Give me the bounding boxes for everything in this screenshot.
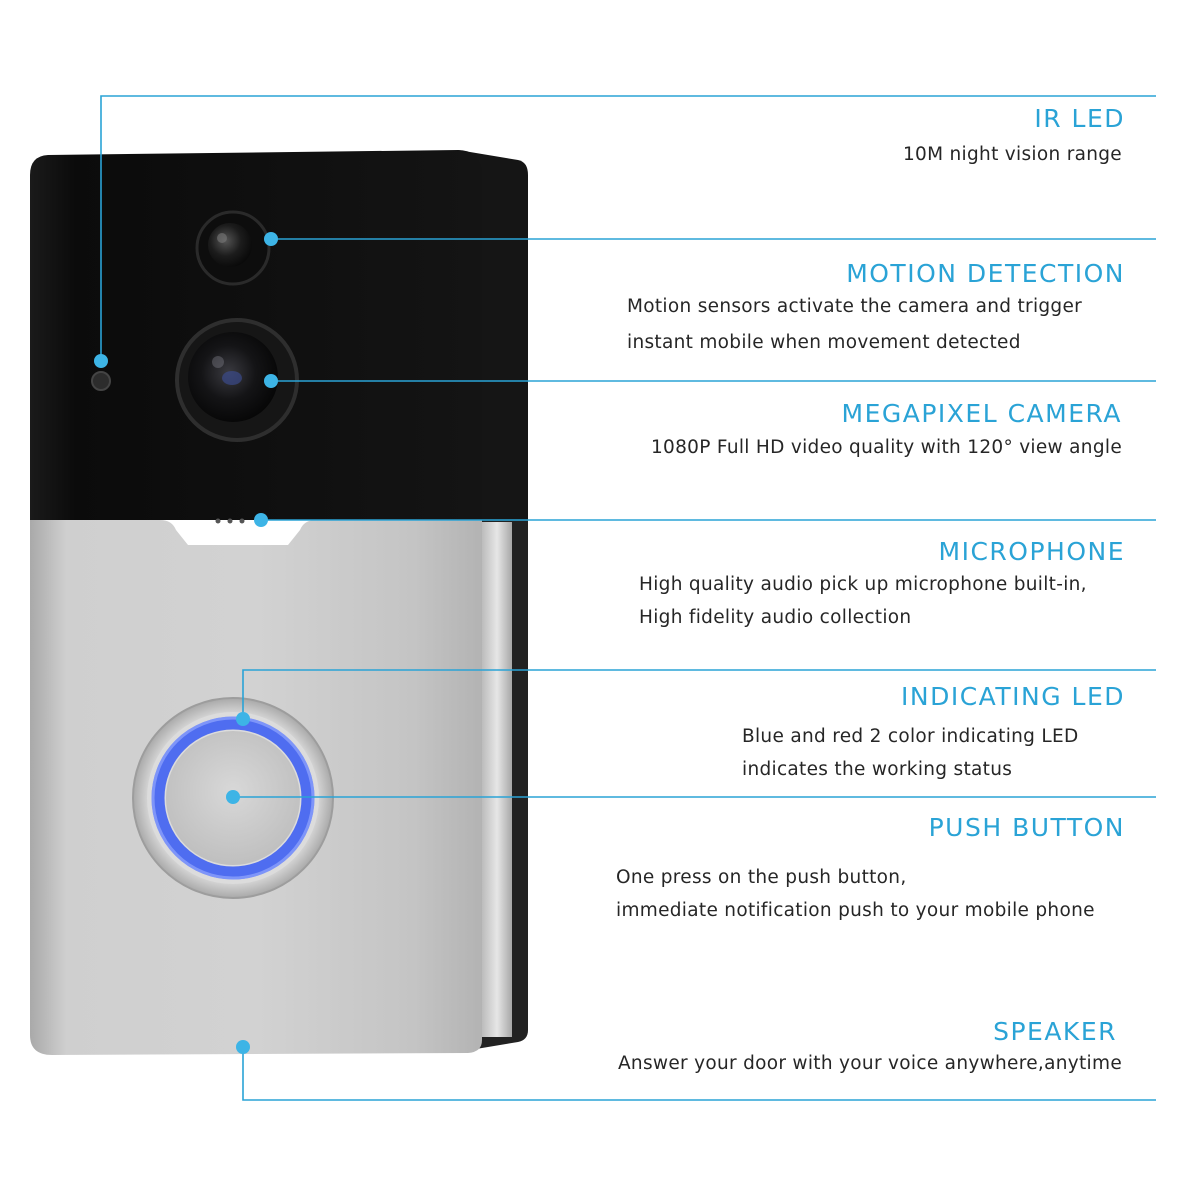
device-side-highlight bbox=[482, 522, 512, 1037]
feature-desc-microphone: High quality audio pick up microphone bu… bbox=[639, 568, 1087, 634]
camera-lens-icon bbox=[175, 318, 299, 442]
callout-lines bbox=[100, 95, 1156, 1101]
callout-dots bbox=[94, 232, 278, 1054]
dot-camera bbox=[264, 374, 278, 388]
callout-ir-led bbox=[100, 95, 1156, 360]
feature-title-microphone: MICROPHONE bbox=[938, 537, 1125, 566]
callout-speaker bbox=[242, 1047, 1156, 1101]
feature-desc-line: Motion sensors activate the camera and t… bbox=[627, 296, 1083, 317]
microphone-holes-icon bbox=[215, 518, 245, 524]
motion-sensor-icon bbox=[195, 210, 271, 286]
feature-desc-megapixel-camera: 1080P Full HD video quality with 120° vi… bbox=[651, 431, 1122, 464]
dot-speaker bbox=[236, 1040, 250, 1054]
feature-desc-line: Answer your door with your voice anywher… bbox=[617, 1053, 1122, 1074]
feature-desc-line: Blue and red 2 color indicating LED bbox=[742, 726, 1079, 747]
feature-desc-line: High fidelity audio collection bbox=[639, 607, 912, 628]
feature-title-indicating-led: INDICATING LED bbox=[901, 682, 1125, 711]
feature-desc-line: 1080P Full HD video quality with 120° vi… bbox=[650, 437, 1122, 458]
feature-desc-push-button: One press on the push button, immediate … bbox=[616, 861, 1095, 927]
callout-indicating-led bbox=[242, 669, 1156, 719]
feature-title-motion-detection: MOTION DETECTION bbox=[846, 259, 1125, 288]
feature-desc-line: instant mobile when movement detected bbox=[627, 332, 1021, 353]
doorbell-device bbox=[30, 150, 528, 1055]
dot-indicating-led bbox=[236, 712, 250, 726]
ir-led-icon bbox=[91, 371, 111, 391]
feature-desc-line: indicates the working status bbox=[742, 759, 1013, 780]
feature-title-ir-led: IR LED bbox=[1034, 104, 1125, 133]
dot-ir-led bbox=[94, 354, 108, 368]
dot-motion bbox=[264, 232, 278, 246]
feature-desc-line: 10M night vision range bbox=[902, 144, 1122, 165]
feature-desc-indicating-led: Blue and red 2 color indicating LED indi… bbox=[742, 720, 1079, 786]
feature-desc-line: High quality audio pick up microphone bu… bbox=[639, 574, 1087, 595]
feature-desc-speaker: Answer your door with your voice anywher… bbox=[618, 1047, 1122, 1080]
feature-desc-ir-led: 10M night vision range bbox=[903, 138, 1122, 171]
dot-push-button bbox=[226, 790, 240, 804]
feature-title-push-button: PUSH BUTTON bbox=[928, 813, 1125, 842]
indicator-led-ring bbox=[151, 716, 315, 880]
feature-desc-motion-detection: Motion sensors activate the camera and t… bbox=[627, 289, 1082, 361]
feature-desc-line: immediate notification push to your mobi… bbox=[616, 900, 1095, 921]
feature-desc-line: One press on the push button, bbox=[616, 867, 907, 888]
feature-title-megapixel-camera: MEGAPIXEL CAMERA bbox=[841, 399, 1122, 428]
feature-title-speaker: SPEAKER bbox=[993, 1017, 1117, 1046]
dot-microphone bbox=[254, 513, 268, 527]
